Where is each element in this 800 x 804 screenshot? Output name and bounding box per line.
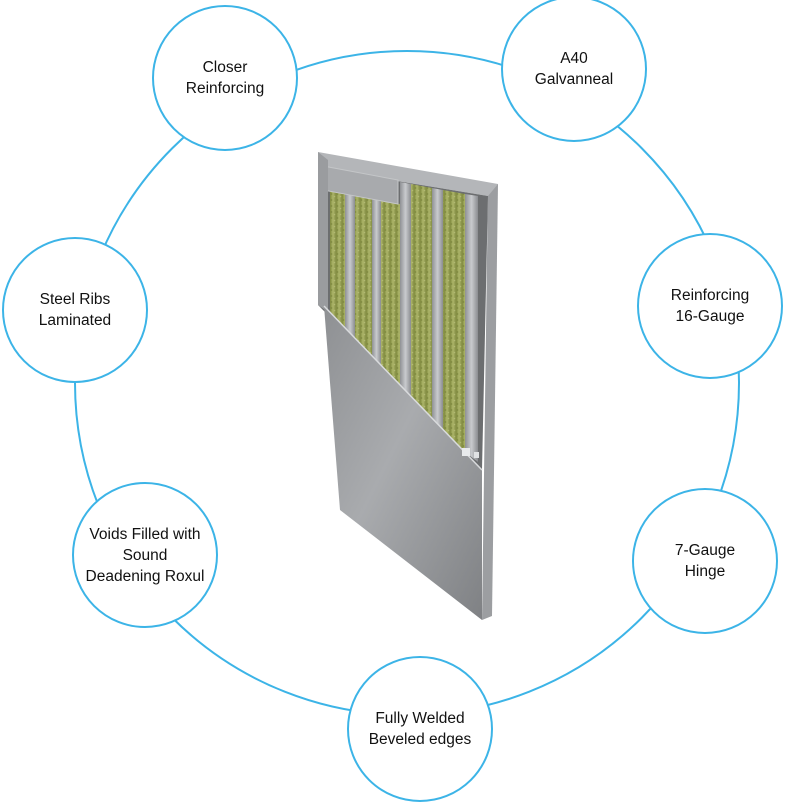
door-edge [482,184,498,620]
steel-rib [432,188,443,430]
feature-node-closer-reinforcing: Closer Reinforcing [152,5,298,151]
feature-label: Reinforcing 16-Gauge [670,287,750,325]
feature-label: Fully Welded Beveled edges [368,710,472,748]
steel-rib [465,194,478,462]
left-frame-rail [318,152,328,312]
feature-node-fully-welded: Fully Welded Beveled edges [347,656,493,802]
feature-node-reinforcing-16-gauge: Reinforcing 16-Gauge [637,233,783,379]
door-face-panel [324,306,482,620]
feature-label: Closer Reinforcing [185,59,265,97]
hinge [462,448,470,456]
feature-node-a40-galvanneal: A40 Galvanneal [501,0,647,142]
feature-node-7-gauge-hinge: 7-Gauge Hinge [632,488,778,634]
steel-rib [345,193,355,340]
door-illustration [318,152,498,620]
feature-node-steel-ribs: Steel Ribs Laminated [2,237,148,383]
foam-column [355,196,372,358]
feature-label: Steel Ribs Laminated [38,291,112,329]
feature-label: Voids Filled with Sound Deadening Roxul [85,525,205,585]
feature-node-voids-filled: Voids Filled with Sound Deadening Roxul [72,482,218,628]
steel-rib [400,182,411,398]
foam-column [443,190,465,452]
foam-column [411,184,432,420]
foam-column [381,201,400,388]
foam-column [330,190,345,330]
door-top-channel [318,152,498,196]
feature-label: 7-Gauge Hinge [674,542,736,580]
steel-rib [372,199,381,368]
panel-cut-edge [323,305,483,471]
feature-label: A40 Galvanneal [534,50,614,88]
hinge [474,452,479,458]
